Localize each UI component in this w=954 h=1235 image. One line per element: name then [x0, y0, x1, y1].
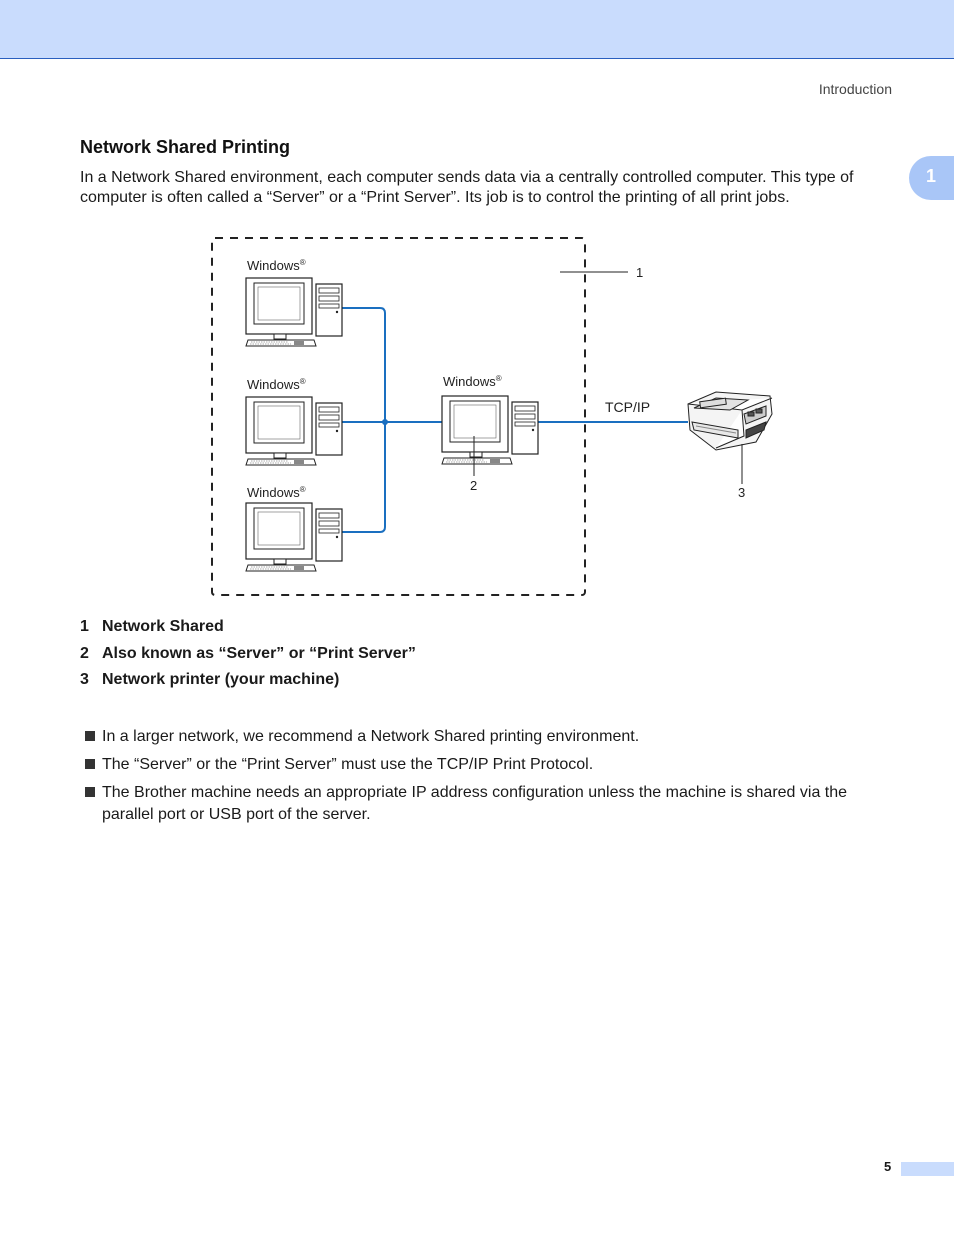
network-printer-icon: [687, 391, 773, 451]
protocol-label: TCP/IP: [605, 399, 650, 415]
legend-text: Network printer (your machine): [102, 671, 340, 688]
square-bullet-icon: [85, 759, 95, 769]
os-label: Windows®: [247, 258, 306, 273]
legend-text: Network Shared: [102, 618, 224, 635]
os-label: Windows®: [443, 374, 502, 389]
network-hub-dot: [382, 419, 388, 425]
callout-number-3: 3: [738, 485, 745, 500]
square-bullet-icon: [85, 787, 95, 797]
list-item: The Brother machine needs an appropriate…: [84, 782, 894, 826]
list-item-text: The “Server” or the “Print Server” must …: [102, 756, 594, 773]
list-item: In a larger network, we recommend a Netw…: [84, 726, 894, 748]
intro-paragraph: In a Network Shared environment, each co…: [80, 169, 854, 206]
callout-number-1: 1: [636, 265, 643, 280]
network-shared-boundary: [211, 237, 586, 596]
legend-number: 3: [80, 671, 89, 688]
page-number: 5: [884, 1159, 892, 1174]
legend-number: 2: [80, 644, 89, 662]
chapter-tab: 1: [909, 156, 954, 200]
client-computer: [245, 396, 343, 466]
square-bullet-icon: [85, 731, 95, 741]
server-computer: [441, 395, 539, 465]
client-computer: [245, 502, 343, 572]
list-item-text: The Brother machine needs an appropriate…: [102, 784, 848, 823]
page-title: Network Shared Printing: [80, 137, 291, 157]
list-item: The “Server” or the “Print Server” must …: [84, 754, 894, 776]
legend-item: 1 Network Shared: [80, 617, 416, 644]
legend-item: 3 Network printer (your machine): [80, 670, 416, 697]
footer-band: [901, 1162, 954, 1176]
legend-text: Also known as “Server” or “Print Server”: [102, 644, 416, 662]
legend-number: 1: [80, 618, 89, 635]
callout-number-2: 2: [470, 478, 477, 493]
section-name: Introduction: [818, 81, 892, 97]
os-label: Windows®: [247, 377, 306, 392]
legend-item: 2 Also known as “Server” or “Print Server…: [80, 644, 416, 671]
os-label: Windows®: [247, 485, 306, 500]
chapter-number: 1: [926, 166, 937, 186]
notes-list: In a larger network, we recommend a Netw…: [84, 726, 894, 832]
header-band: [0, 0, 954, 59]
network-diagram: Windows® Windows® Windows® Windows® TCP/…: [211, 237, 773, 596]
diagram-legend: 1 Network Shared 2 Also known as “Server” …: [80, 617, 416, 697]
list-item-text: In a larger network, we recommend a Netw…: [102, 728, 640, 745]
client-computer: [245, 277, 343, 347]
